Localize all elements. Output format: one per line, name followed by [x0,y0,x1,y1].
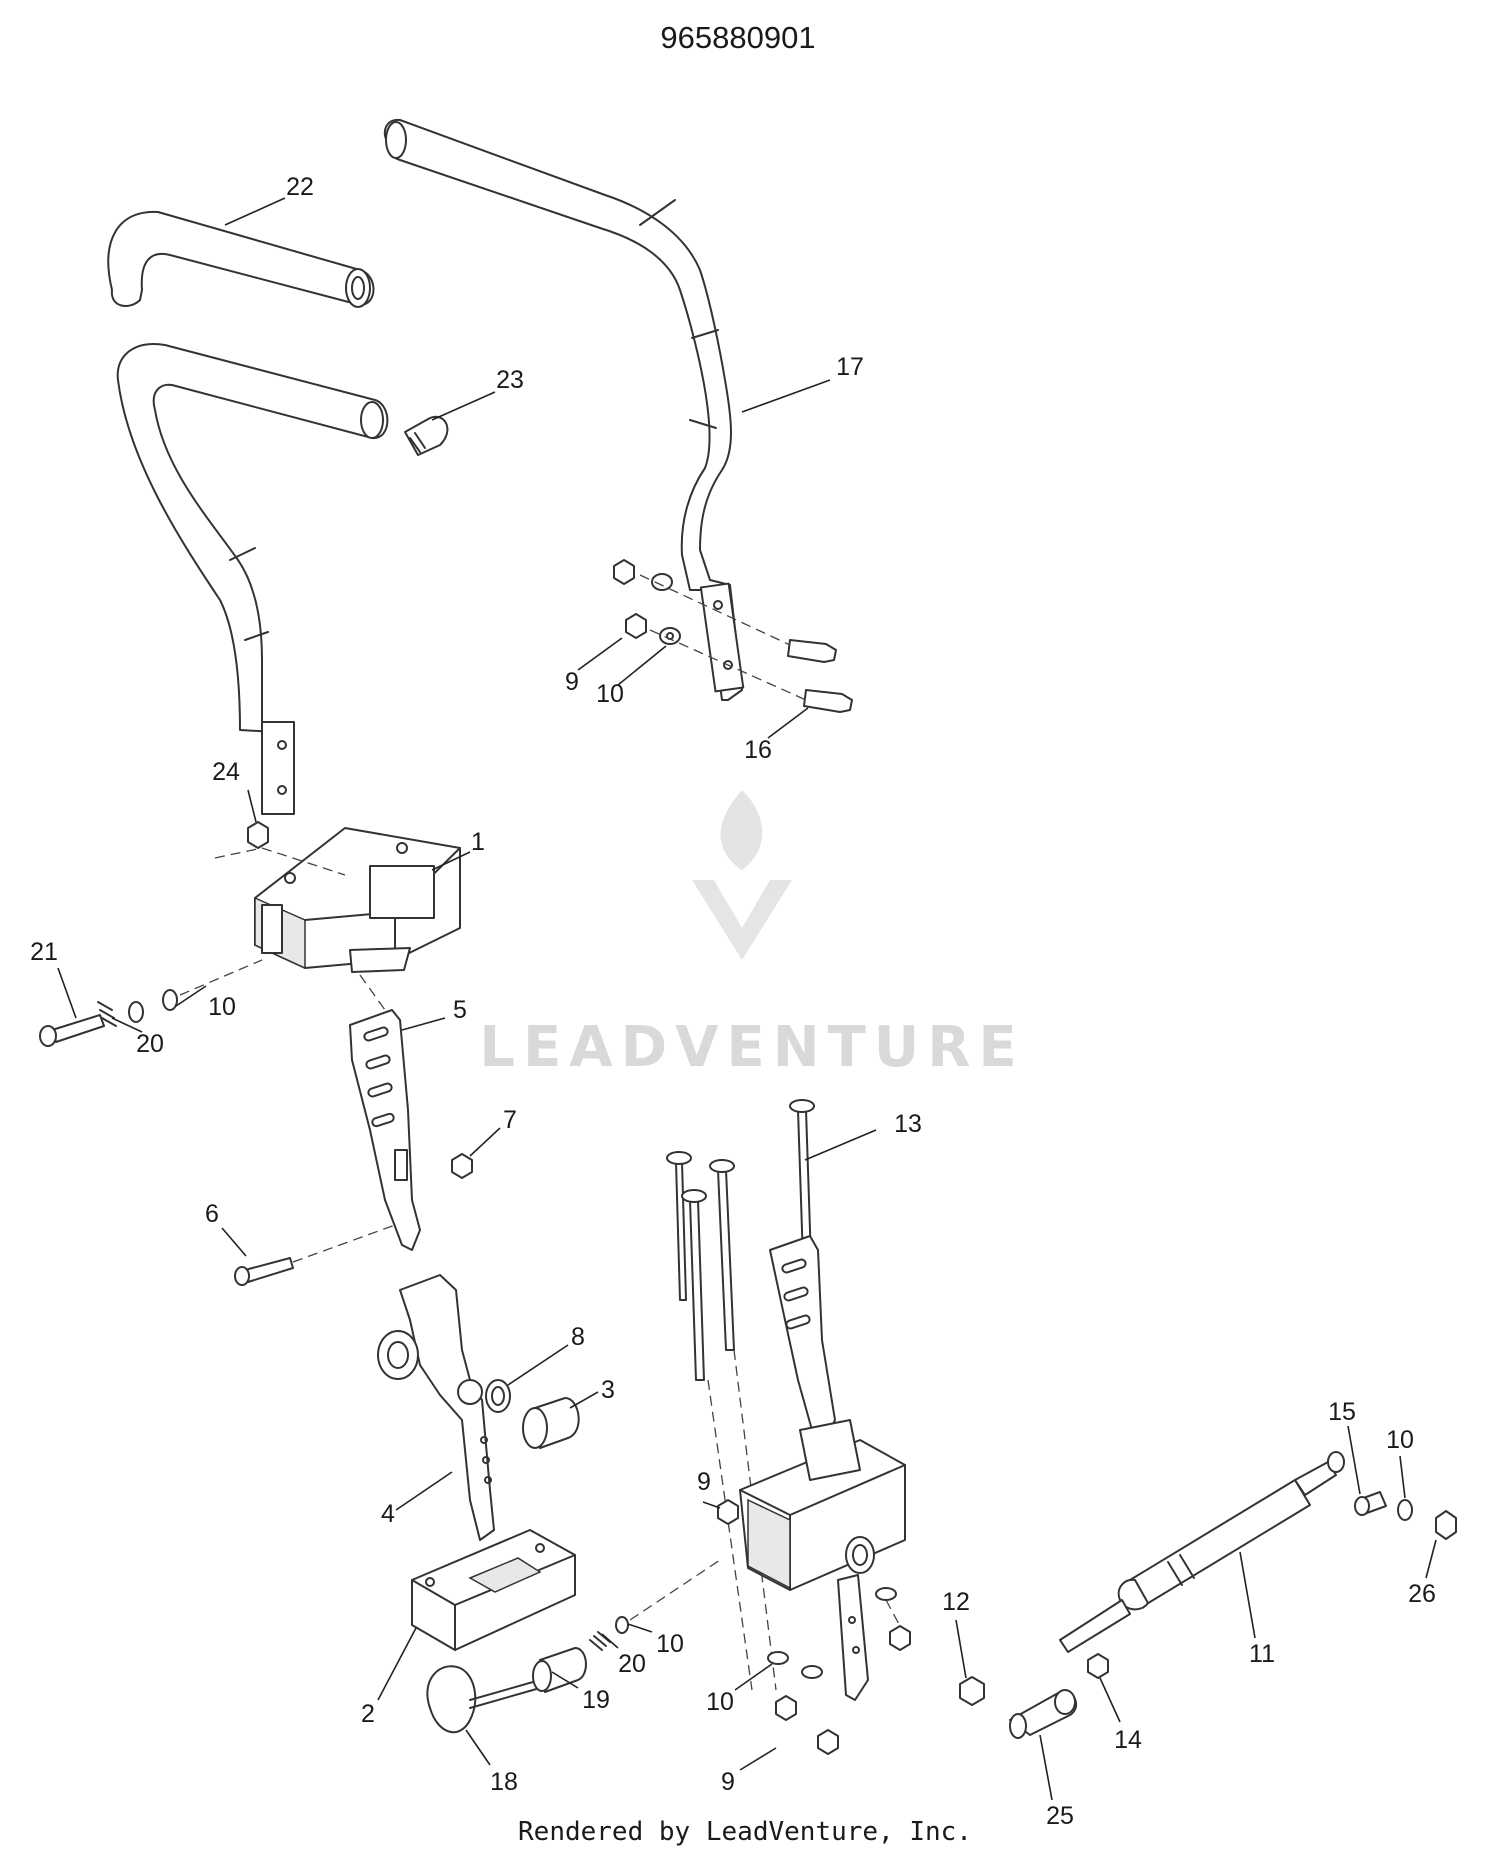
part-22-grip-tube [107,210,375,308]
callout-labels: 22 23 17 9 10 16 24 1 21 10 20 5 7 6 13 … [30,173,1436,1830]
part-6-pin [234,1257,294,1286]
part-23-end-plug [404,415,449,456]
callout-17: 17 [836,353,864,381]
callout-5: 5 [453,996,467,1024]
footer-credit: Rendered by LeadVenture, Inc. [518,1817,972,1847]
part-20-spring-lower [589,1631,611,1651]
part-15-stud [1354,1491,1387,1516]
callout-14: 14 [1114,1726,1142,1754]
part-4-lower-lever [377,1274,495,1541]
callout-13: 13 [894,1110,922,1138]
callout-10-upper: 10 [596,680,624,708]
callout-10-left: 10 [208,993,236,1021]
part-25-ball-joint [1009,1689,1078,1739]
callout-9-lower: 9 [721,1768,735,1796]
callout-3: 3 [601,1376,615,1404]
callout-7: 7 [503,1106,517,1134]
callout-9-console: 9 [697,1468,711,1496]
diagram-title: 965880901 [660,20,815,55]
part-10-washer-right [1397,1499,1413,1521]
part-3-bushing [522,1397,580,1449]
part-10-washer-lower [615,1616,629,1634]
callout-21: 21 [30,938,58,966]
part-8-ring [485,1379,511,1413]
part-21-bolt [39,1014,105,1047]
part-18-knob [426,1665,541,1734]
left-handle-bar [116,343,389,815]
part-19-spacer [532,1647,587,1693]
callout-4: 4 [381,1500,395,1528]
callout-10-console: 10 [706,1688,734,1716]
callout-11: 11 [1249,1640,1275,1668]
part-17-handle-bar [383,118,745,701]
watermark-logo [692,790,792,960]
callout-6: 6 [205,1200,219,1228]
part-20-spring-washer [97,1001,117,1027]
callout-23: 23 [496,366,524,394]
callout-25: 25 [1046,1802,1074,1830]
callout-20-lower: 20 [618,1650,646,1678]
callout-1: 1 [471,828,485,856]
part-9-10-hardware-lower [717,1499,911,1755]
part-24-nut [247,821,269,849]
callout-24: 24 [212,758,240,786]
callout-26: 26 [1408,1580,1436,1608]
callout-16: 16 [744,736,772,764]
callout-12: 12 [942,1588,970,1616]
part-12-nut [959,1676,985,1706]
callout-9-upper: 9 [565,668,579,696]
part-14-nut [1087,1653,1109,1679]
watermark-text: LEADVENTURE [479,1015,1024,1080]
callout-19: 19 [582,1686,610,1714]
callout-18: 18 [490,1768,518,1796]
part-26-nut [1435,1510,1457,1540]
callout-2: 2 [361,1700,375,1728]
callout-20-left: 20 [136,1030,164,1058]
part-2-base-plate [411,1529,576,1651]
part-9-10-16-hardware-upper [613,559,853,713]
part-1-console-housing [214,827,461,973]
right-console-assembly [739,1235,906,1701]
callout-8: 8 [571,1323,585,1351]
part-7-nut [451,1153,473,1179]
callout-15: 15 [1328,1398,1356,1426]
callout-10-lower: 10 [656,1630,684,1658]
part-11-gas-spring [1059,1451,1345,1653]
part-10-washer [128,989,178,1023]
callout-22: 22 [286,173,314,201]
callout-10-right: 10 [1386,1426,1414,1454]
callout-leaders [57,197,1437,1801]
part-5-control-lever [349,1009,421,1251]
